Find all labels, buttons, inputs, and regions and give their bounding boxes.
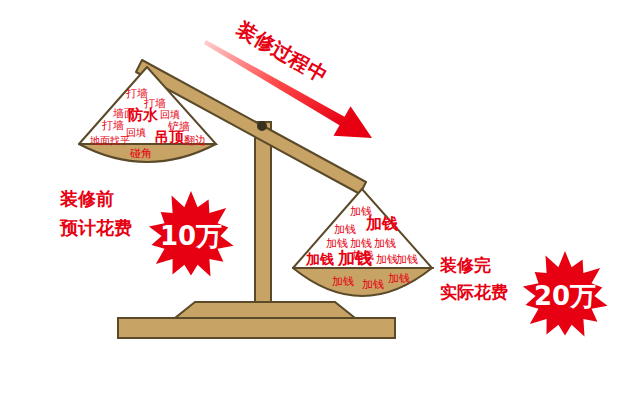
pan-word: 加钱 — [362, 279, 384, 290]
pan-bowl — [293, 268, 432, 296]
pan-word: 吊顶 — [154, 130, 184, 145]
scale-post — [255, 122, 271, 302]
pan-word: 加钱 — [396, 254, 418, 265]
pan-word: 加钱 — [334, 224, 356, 235]
pan-word: 加钱 — [306, 252, 334, 266]
pan-word: 回填 — [160, 110, 180, 120]
pan-word: 加钱 — [332, 276, 354, 287]
cost-amount: 20万 — [534, 283, 596, 309]
pan-word: 加钱 — [388, 273, 410, 284]
scale-foot — [175, 302, 355, 318]
pan-word: 加钱 — [374, 238, 396, 249]
pan-word: 加钱 — [350, 238, 372, 249]
pan-word: 碰角 — [130, 148, 152, 159]
pan-word: 加钱 — [366, 216, 398, 232]
cost-starburst: 装修完 实际花费20万 — [518, 250, 612, 342]
pan-bowl — [79, 144, 216, 162]
pan-word: 加钱 — [376, 254, 398, 265]
cost-heading: 装修前 预计花费 — [60, 185, 137, 243]
cost-starburst: 装修前 预计花费10万 — [145, 190, 237, 282]
scale-beam — [136, 60, 366, 194]
process-label: 装修过程中 — [232, 15, 332, 88]
scale-pan: 加钱加钱加钱加钱加钱加钱加钱加钱加钱加钱加钱加钱加钱加钱 — [292, 188, 434, 302]
scale-base — [118, 318, 395, 338]
pan-word: 加钱 — [326, 238, 348, 249]
pan-cone — [293, 189, 432, 268]
cost-amount: 10万 — [160, 223, 222, 249]
cost-heading: 装修完 实际花费 — [440, 252, 513, 306]
starburst — [523, 251, 608, 337]
pivot — [257, 121, 267, 131]
pan-word: 翻边 — [184, 135, 206, 146]
pan-word: 地面找平 — [90, 136, 130, 146]
starburst — [149, 191, 234, 277]
pan-word: 打墙 — [102, 120, 124, 131]
pan-cone — [79, 67, 216, 144]
scale-pan: 打墙打墙墙面打墙防水回填铲墙回填地面找平吊顶翻边碰角 — [78, 66, 218, 166]
pan-word: 防水 — [128, 108, 158, 123]
pan-word: 加钱 — [352, 250, 374, 261]
